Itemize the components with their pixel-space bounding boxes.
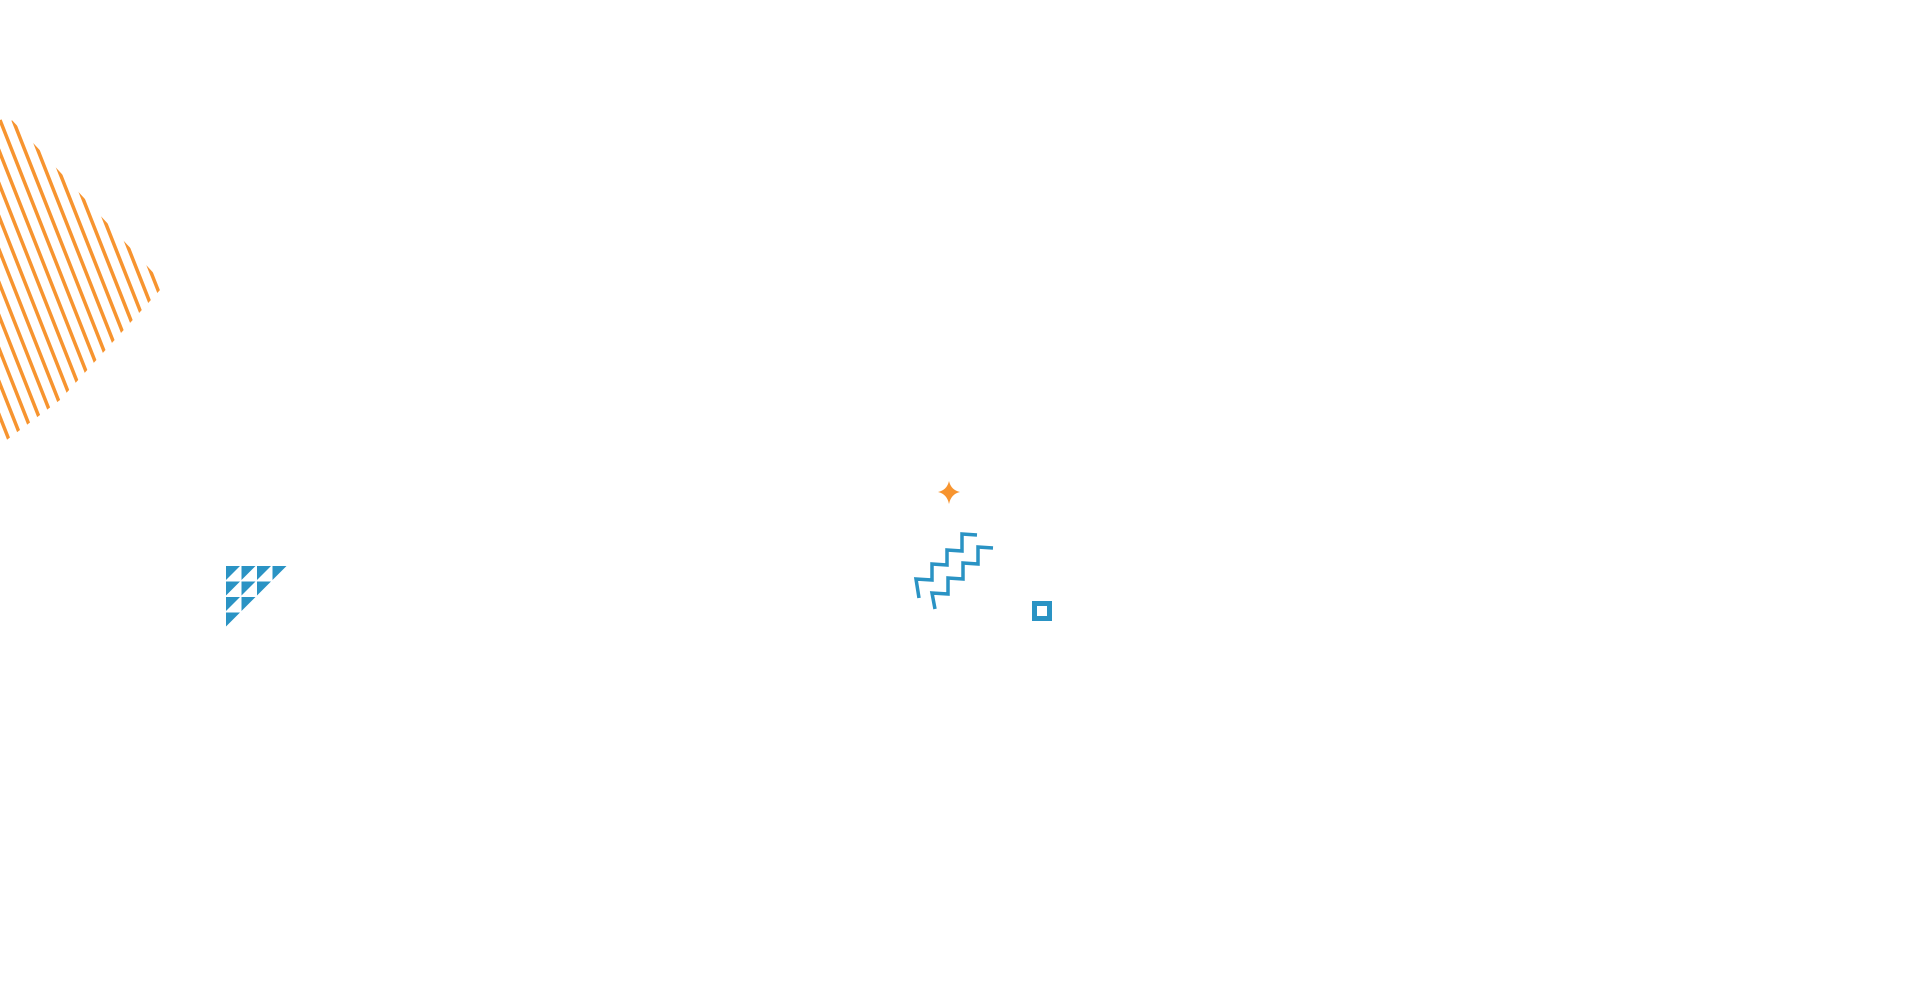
triangle-mark <box>257 581 271 596</box>
stripe-line <box>141 119 160 445</box>
triangle-mark <box>241 597 256 611</box>
triangle-mark <box>226 581 240 596</box>
zigzag-shape-2 <box>929 545 994 610</box>
stripe-line <box>128 119 160 445</box>
stripe-line <box>0 119 80 445</box>
triangle-grid-shape <box>226 566 287 627</box>
zigzag-shape <box>913 532 978 599</box>
stripe-line <box>76 119 160 445</box>
triangle-mark <box>241 566 256 580</box>
sparkle-icon <box>938 481 960 504</box>
stripe-line <box>102 119 160 445</box>
stripe-line <box>169 120 299 450</box>
triangle-mark <box>257 566 271 580</box>
stripe-line <box>115 119 160 445</box>
striped-blob-shape <box>0 119 299 450</box>
triangle-mark <box>272 566 287 580</box>
triangle-mark <box>226 566 240 580</box>
stripe-line <box>63 119 160 445</box>
triangle-mark <box>226 612 240 627</box>
stripe-line <box>89 119 160 445</box>
stripe-line <box>50 119 160 445</box>
stripe-line <box>0 119 28 445</box>
stripe-line <box>0 119 67 445</box>
stripe-line <box>0 119 41 445</box>
stripe-line <box>0 119 54 445</box>
stripe-line <box>154 119 160 445</box>
triangle-mark <box>226 597 240 611</box>
triangle-mark <box>241 581 256 596</box>
square-outline-shape <box>1032 601 1052 621</box>
